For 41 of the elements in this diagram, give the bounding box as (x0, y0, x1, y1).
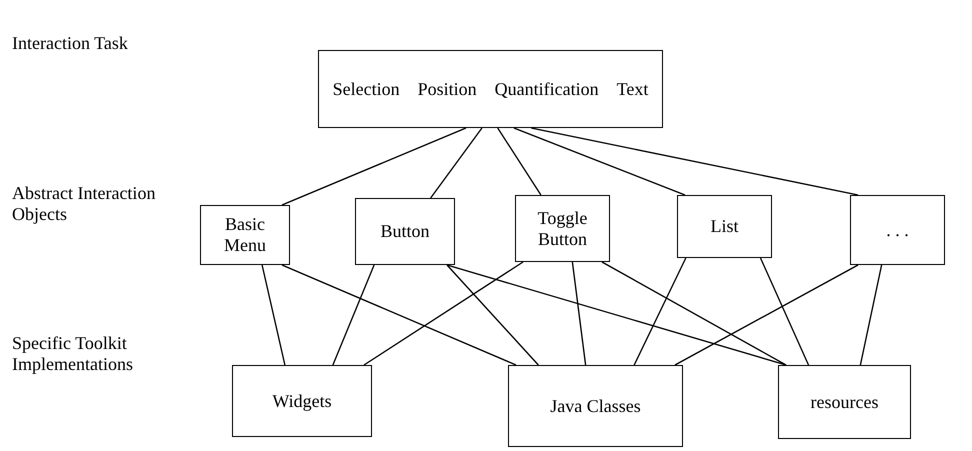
connector-line (364, 261, 524, 366)
object-box (355, 198, 455, 265)
level-label: Specific Toolkit Implementations (12, 333, 134, 374)
node-label: Position (418, 78, 477, 100)
connector-line (531, 127, 858, 196)
connector-line (282, 127, 466, 206)
node-label: resources (810, 392, 878, 412)
node-label: Java Classes (550, 396, 641, 416)
node-label: Quantification (494, 78, 599, 100)
toolkit-box (508, 365, 683, 447)
node-label: Toggle Button (536, 208, 588, 250)
connector-line (497, 128, 542, 196)
connector-line (602, 261, 786, 366)
level-label: Interaction Task (12, 33, 129, 54)
connector-line (282, 264, 516, 366)
connector-line (430, 128, 482, 198)
toolkit-box (232, 365, 372, 437)
level-label: Abstract Interaction Objects (12, 183, 156, 224)
node-label: Basic Menu (223, 214, 267, 256)
node-label: Widgets (272, 390, 332, 412)
connector-line (261, 264, 286, 366)
connector-line (674, 264, 858, 366)
node-label: Selection (332, 78, 400, 100)
toolkit-box (778, 365, 911, 439)
node-label: Text (616, 78, 648, 100)
connector-line (332, 264, 375, 366)
connector-line (760, 258, 810, 366)
object-box (515, 195, 610, 262)
connector-line (514, 127, 686, 196)
connector-line (572, 262, 586, 366)
object-box (850, 195, 945, 265)
connector-line (446, 264, 786, 366)
task-box (318, 50, 663, 128)
node-label: . . . (886, 220, 909, 240)
connector-line (860, 264, 882, 366)
connector-line (446, 264, 539, 366)
connector-line (634, 258, 686, 366)
node-label: List (710, 216, 738, 237)
node-label: Button (380, 221, 430, 242)
object-box (677, 195, 772, 258)
object-box (200, 205, 290, 265)
